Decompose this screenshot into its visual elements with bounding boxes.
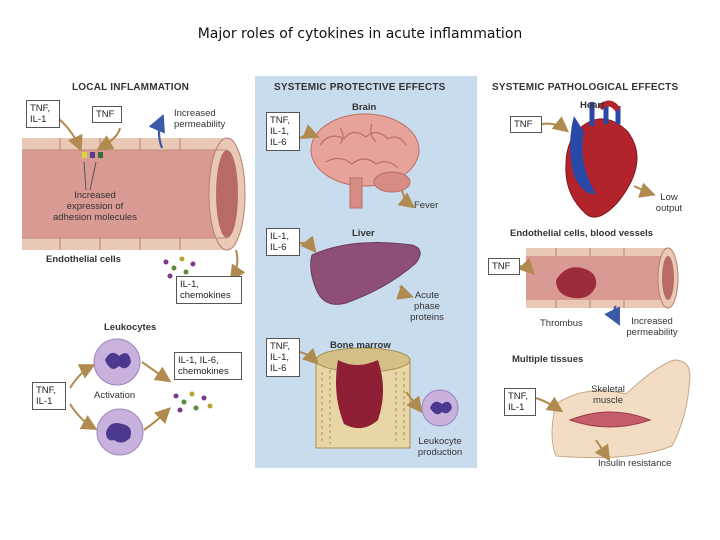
thrombus-vessel bbox=[526, 247, 679, 309]
thrombus-label: Thrombus bbox=[540, 318, 583, 329]
box-heart-tnf: TNF bbox=[510, 116, 542, 133]
local-increased-permeability: Increased permeability bbox=[174, 108, 226, 130]
leukocyte-top bbox=[93, 338, 141, 386]
thrombus bbox=[556, 267, 597, 299]
leukocyte-bottom bbox=[96, 408, 144, 456]
endothelial-cells-label: Endothelial cells bbox=[46, 254, 121, 265]
bone-marrow-illustration bbox=[315, 347, 411, 449]
insulin-resistance-label: Insulin resistance bbox=[598, 458, 672, 469]
chemokine-dots-2 bbox=[173, 391, 213, 413]
leukocytes-label: Leukocytes bbox=[104, 322, 157, 333]
box-tnf-il1: TNF, IL-1 bbox=[26, 100, 60, 128]
liver-label: Liver bbox=[352, 228, 375, 239]
endothelial-blood-vessels-label: Endothelial cells, blood vessels bbox=[510, 228, 654, 239]
box-brain-cytokines: TNF, IL-1, IL-6 bbox=[266, 112, 300, 151]
box-il1-il6-chemokines: IL-1, IL-6, chemokines bbox=[174, 352, 242, 380]
arm-illustration bbox=[551, 359, 691, 459]
marrow-leukocyte bbox=[421, 389, 459, 427]
box-il1-chemokines: IL-1, chemokines bbox=[176, 276, 242, 304]
adhesion-molecule-yellow bbox=[82, 152, 87, 158]
heart-illustration bbox=[565, 100, 638, 218]
permeability-arrow bbox=[148, 113, 165, 149]
adhesion-molecule-green bbox=[98, 152, 103, 158]
box-marrow-cytokines: TNF, IL-1, IL-6 bbox=[266, 338, 300, 377]
brain-illustration bbox=[310, 113, 420, 209]
brain-label: Brain bbox=[352, 102, 377, 113]
local-blood-vessel bbox=[22, 137, 246, 251]
box-tissue-cytokines: TNF, IL-1 bbox=[504, 388, 536, 416]
liver-illustration bbox=[310, 242, 421, 305]
box-vessel-tnf: TNF bbox=[488, 258, 520, 275]
leukocyte-production-label: Leukocyte production bbox=[417, 436, 463, 458]
pathological-increased-permeability: Increased permeability bbox=[626, 316, 678, 338]
chemokine-dots-1 bbox=[163, 256, 196, 279]
box-liver-cytokines: IL-1, IL-6 bbox=[266, 228, 300, 256]
heart-label: Heart bbox=[580, 100, 605, 111]
fever-label: Fever bbox=[414, 200, 439, 211]
multiple-tissues-label: Multiple tissues bbox=[512, 354, 584, 365]
acute-phase-proteins-label: Acute phase proteins bbox=[410, 290, 444, 323]
systemic-protective-header: SYSTEMIC PROTECTIVE EFFECTS bbox=[274, 82, 446, 93]
local-inflammation-header: LOCAL INFLAMMATION bbox=[72, 82, 190, 93]
low-output-label: Low output bbox=[655, 192, 683, 214]
systemic-pathological-header: SYSTEMIC PATHOLOGICAL EFFECTS bbox=[492, 82, 679, 93]
page-title: Major roles of cytokines in acute inflam… bbox=[197, 26, 523, 42]
box-tnf: TNF bbox=[92, 106, 122, 123]
box-tnf-il1-leukocytes: TNF, IL-1 bbox=[32, 382, 66, 410]
activation-label: Activation bbox=[94, 390, 136, 401]
bone-marrow-label: Bone marrow bbox=[330, 340, 391, 351]
skeletal-muscle-label: Skeletal muscle bbox=[591, 384, 625, 406]
adhesion-molecule-purple bbox=[90, 152, 95, 158]
adhesion-molecules-label: Increased expression of adhesion molecul… bbox=[53, 190, 137, 223]
